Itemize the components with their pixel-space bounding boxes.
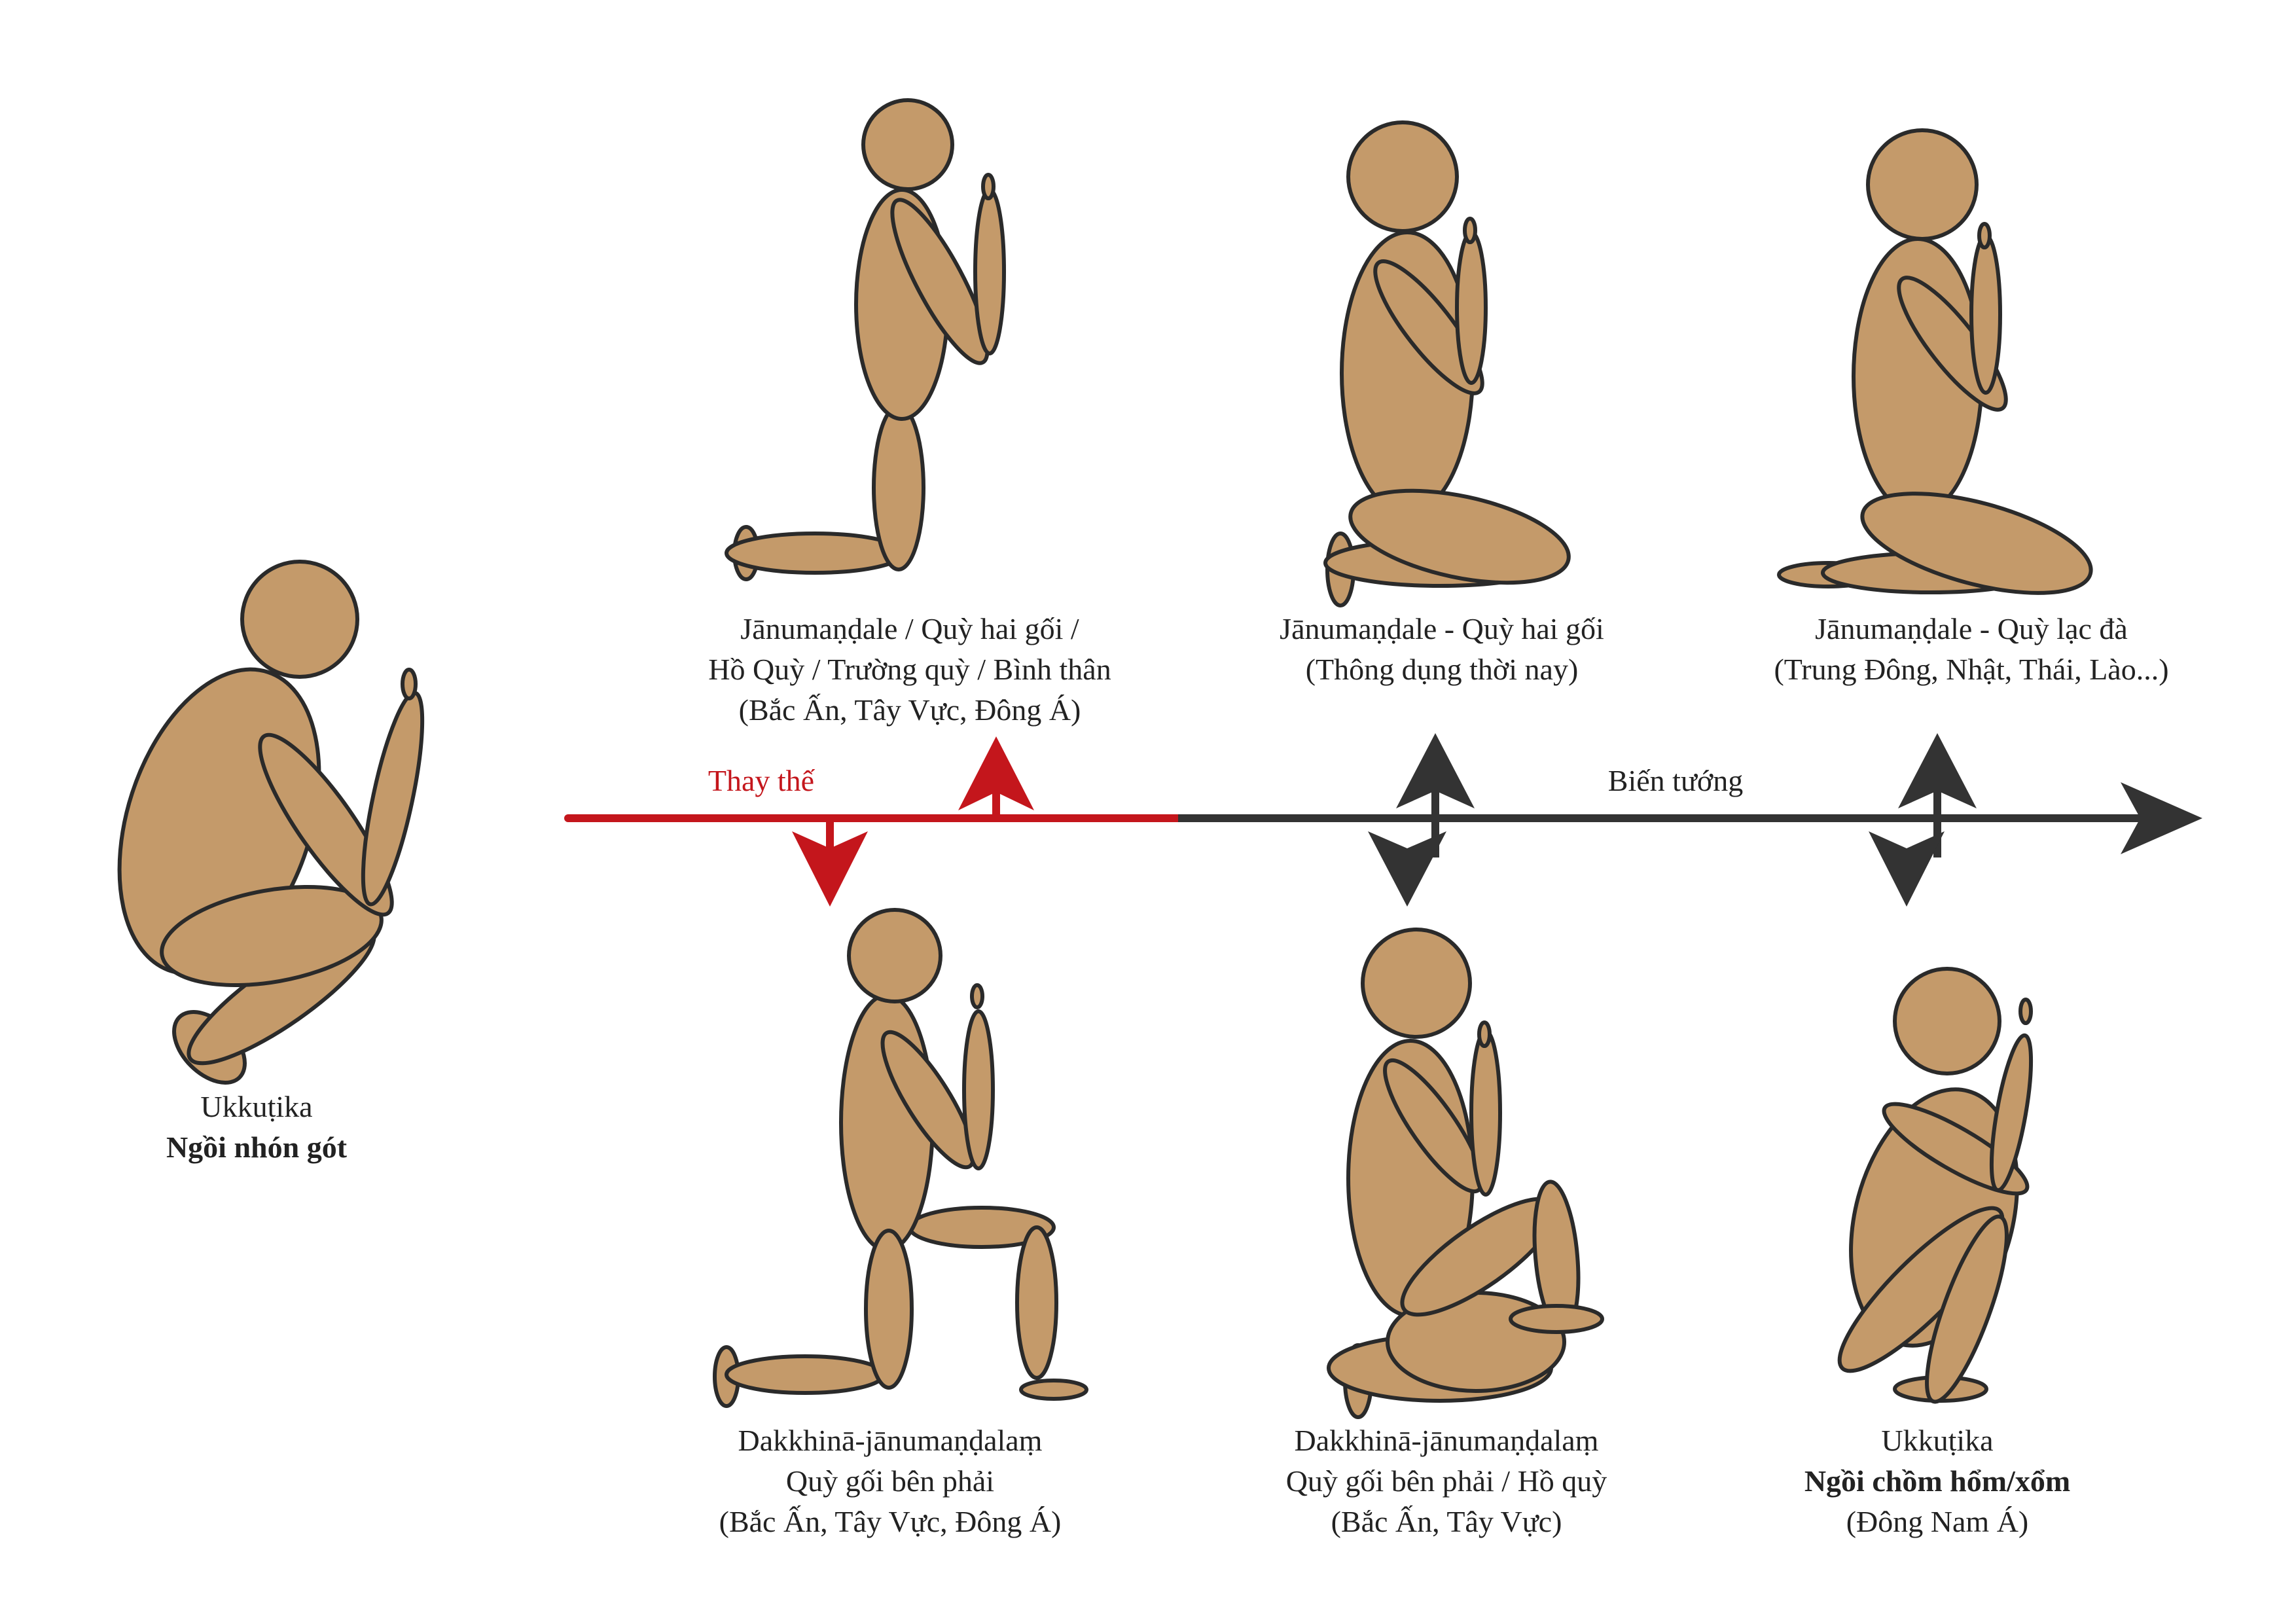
caption-line: Ukkuṭika: [1804, 1420, 2070, 1461]
caption-line: Hồ Quỳ / Trường quỳ / Bình thân: [708, 649, 1111, 690]
caption-line: (Bắc Ấn, Tây Vực, Đông Á): [708, 690, 1111, 731]
caption-janu-modern: Jānumaṇḍale - Quỳ hai gối (Thông dụng th…: [1280, 609, 1604, 690]
caption-line: Dakkhinā-jānumaṇḍalaṃ: [719, 1420, 1062, 1461]
figure-dakkhina-2: [1329, 929, 1602, 1417]
caption-line: Quỳ gối bên phải / Hồ quỳ: [1286, 1461, 1607, 1502]
caption-line: Jānumaṇḍale - Quỳ lạc đà: [1774, 609, 2168, 649]
caption-janu-classic: Jānumaṇḍale / Quỳ hai gối / Hồ Quỳ / Trư…: [708, 609, 1111, 731]
caption-line: (Bắc Ấn, Tây Vực): [1286, 1502, 1607, 1542]
caption-line: (Thông dụng thời nay): [1280, 649, 1604, 690]
caption-line: Jānumaṇḍale / Quỳ hai gối /: [708, 609, 1111, 649]
caption-ukkutika-squat: Ukkuṭika Ngồi chồm hổm/xổm (Đông Nam Á): [1804, 1420, 2070, 1542]
figure-dakkhina-1: [715, 910, 1086, 1406]
arrow-up-red-icon: [958, 736, 1034, 818]
caption-ukkutika-heel: Ukkuṭika Ngồi nhón gót: [166, 1087, 347, 1168]
caption-line: Ukkuṭika: [166, 1087, 347, 1127]
figure-ukkutika-heel: [84, 562, 435, 1096]
arrow-down-red-icon: [792, 818, 868, 907]
caption-janu-camel: Jānumaṇḍale - Quỳ lạc đà (Trung Đông, Nh…: [1774, 609, 2168, 690]
variant-label: Biến tướng: [1608, 763, 1743, 798]
figure-janu-camel: [1779, 130, 2101, 613]
caption-bold-line: Ngồi chồm hổm/xổm: [1804, 1461, 2070, 1502]
caption-line: (Trung Đông, Nhật, Thái, Lào...): [1774, 649, 2168, 690]
caption-line: Dakkhinā-jānumaṇḍalaṃ: [1286, 1420, 1607, 1461]
caption-bold-line: Ngồi nhón gót: [166, 1127, 347, 1168]
replace-label: Thay thế: [708, 763, 814, 798]
figure-janu-modern: [1325, 122, 1577, 605]
caption-line: (Đông Nam Á): [1804, 1502, 2070, 1542]
figure-ukkutika-squat: [1821, 969, 2044, 1409]
caption-dakkhina-1: Dakkhinā-jānumaṇḍalaṃ Quỳ gối bên phải (…: [719, 1420, 1062, 1542]
caption-line: Jānumaṇḍale - Quỳ hai gối: [1280, 609, 1604, 649]
caption-dakkhina-2: Dakkhinā-jānumaṇḍalaṃ Quỳ gối bên phải /…: [1286, 1420, 1607, 1542]
caption-line: Quỳ gối bên phải: [719, 1461, 1062, 1502]
figure-janu-classic: [726, 100, 1004, 579]
caption-line: (Bắc Ấn, Tây Vực, Đông Á): [719, 1502, 1062, 1542]
